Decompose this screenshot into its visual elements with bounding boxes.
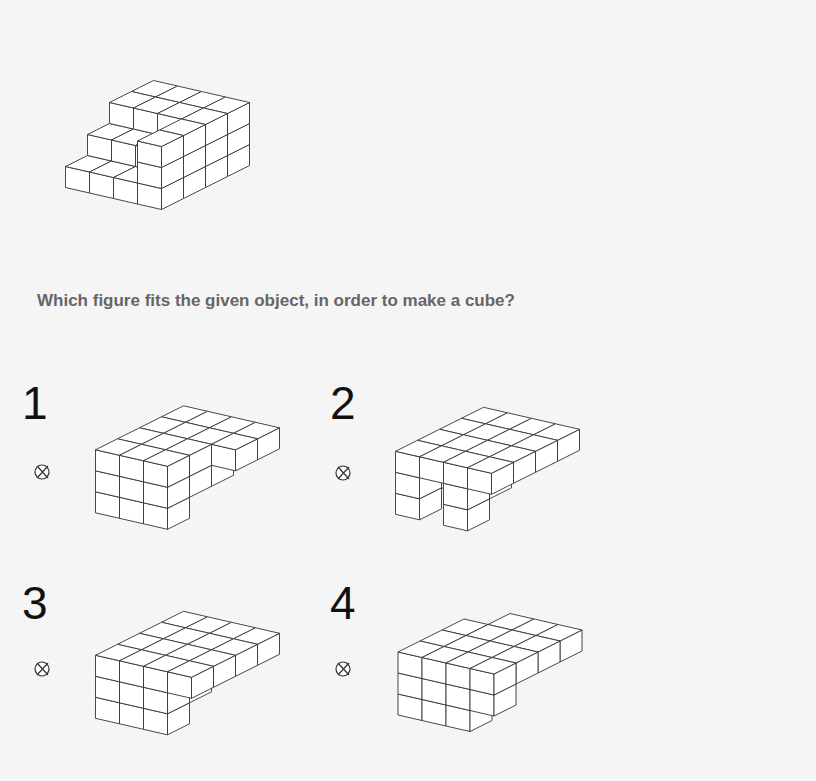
option-number: 1 bbox=[22, 380, 48, 426]
radio-cross bbox=[37, 663, 48, 675]
option-figure bbox=[96, 406, 280, 530]
radio-circle bbox=[336, 662, 350, 676]
cube-face bbox=[144, 450, 190, 467]
option-number: 3 bbox=[22, 580, 48, 626]
option-figure bbox=[396, 407, 580, 531]
radio-cross bbox=[37, 466, 48, 478]
question-text: Which figure fits the given object, in o… bbox=[37, 291, 515, 311]
option-number: 2 bbox=[330, 380, 356, 426]
cube-face bbox=[468, 457, 514, 474]
radio-cross bbox=[338, 663, 349, 675]
cube-face bbox=[470, 658, 516, 675]
radio-circle bbox=[35, 465, 49, 479]
cube-face bbox=[138, 130, 184, 147]
radio-circle bbox=[336, 466, 350, 480]
option-number: 4 bbox=[330, 580, 356, 626]
option-figure bbox=[96, 611, 280, 735]
radio-marked bbox=[35, 465, 350, 676]
given-object bbox=[66, 81, 250, 210]
radio-cross bbox=[338, 467, 349, 479]
cube-face bbox=[212, 433, 258, 450]
cube-face bbox=[168, 661, 214, 678]
radio-circle bbox=[35, 662, 49, 676]
option-figure bbox=[398, 614, 582, 732]
